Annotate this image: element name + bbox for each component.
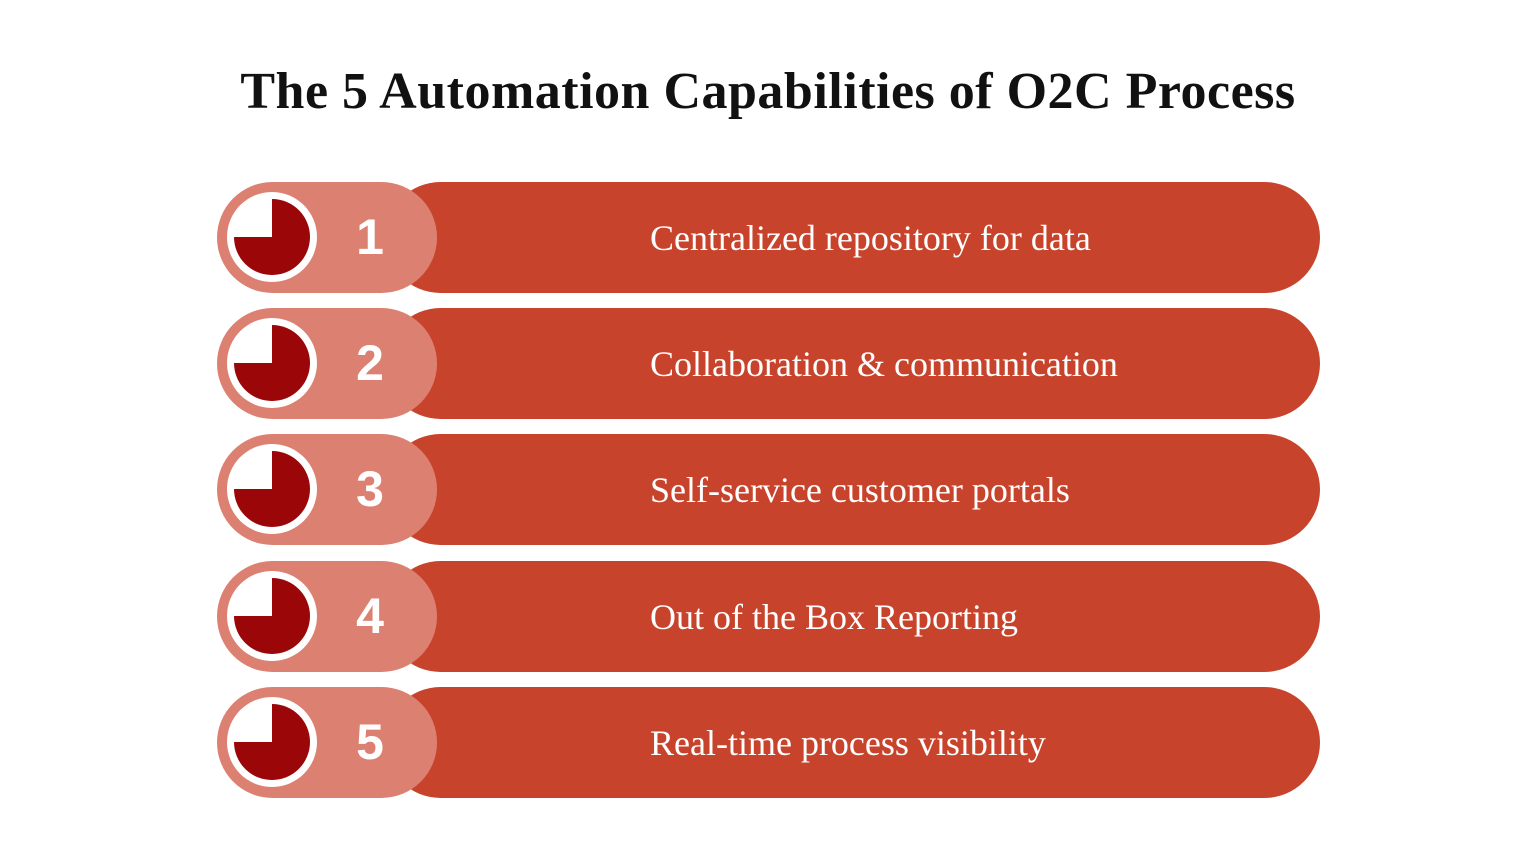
capability-label: Collaboration & communication — [650, 344, 1118, 384]
capability-row-1: 1 Centralized repository for data — [0, 182, 1536, 293]
capability-bar — [385, 561, 1320, 672]
capability-number: 3 — [356, 461, 384, 517]
pie-chart-icon — [227, 318, 317, 408]
capability-number: 2 — [356, 335, 384, 391]
capability-row-3: 3 Self-service customer portals — [0, 434, 1536, 545]
pie-chart-shape — [234, 325, 310, 401]
pie-chart-shape — [234, 704, 310, 780]
capability-row-5: 5 Real-time process visibility — [0, 687, 1536, 798]
pie-chart-shape — [234, 578, 310, 654]
capability-number: 1 — [356, 209, 384, 265]
capability-label: Real-time process visibility — [650, 723, 1046, 763]
capability-label: Centralized repository for data — [650, 218, 1091, 258]
capability-row-2: 2 Collaboration & communication — [0, 308, 1536, 419]
capability-bar — [385, 434, 1320, 545]
pie-chart-icon — [227, 697, 317, 787]
capability-label: Self-service customer portals — [650, 470, 1070, 510]
capability-bar — [385, 182, 1320, 293]
capability-bar — [385, 308, 1320, 419]
pie-chart-shape — [234, 451, 310, 527]
capability-bar — [385, 687, 1320, 798]
capability-number: 4 — [356, 588, 384, 644]
capability-number: 5 — [356, 714, 384, 770]
capability-row-4: 4 Out of the Box Reporting — [0, 561, 1536, 672]
pie-chart-shape — [234, 199, 310, 275]
page-title: The 5 Automation Capabilities of O2C Pro… — [240, 63, 1296, 120]
capability-label: Out of the Box Reporting — [650, 597, 1018, 637]
pie-chart-icon — [227, 192, 317, 282]
pie-chart-icon — [227, 571, 317, 661]
pie-chart-icon — [227, 444, 317, 534]
